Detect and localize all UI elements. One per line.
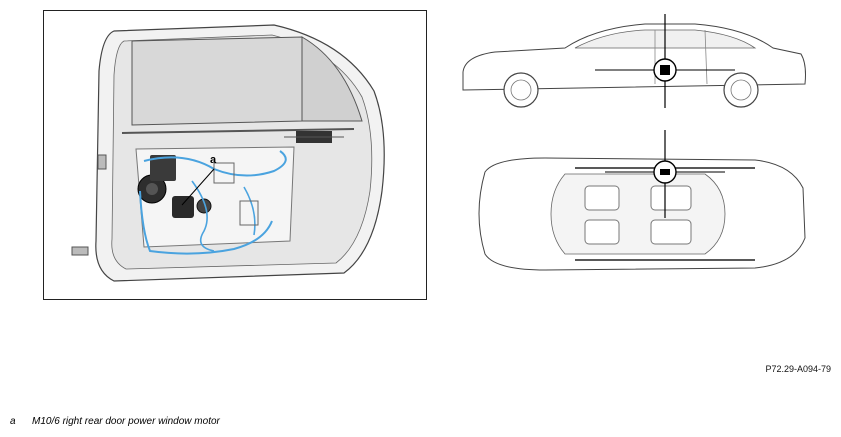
legend-text: M10/6 right rear door power window motor	[32, 416, 220, 427]
locator-marker-icon	[605, 130, 725, 218]
figure-reference-code: P72.29-A094-79	[765, 364, 831, 374]
figure-legend: a M10/6 right rear door power window moto…	[10, 416, 220, 427]
locator-marker-icon	[595, 14, 735, 108]
car-side-view-illustration	[462, 14, 806, 108]
legend-key: a	[10, 416, 16, 427]
door-illustration-frame: a	[43, 10, 427, 300]
door-panel-illustration: a	[71, 24, 385, 282]
callout-label-a: a	[210, 154, 217, 166]
car-top-view-illustration	[478, 130, 806, 271]
